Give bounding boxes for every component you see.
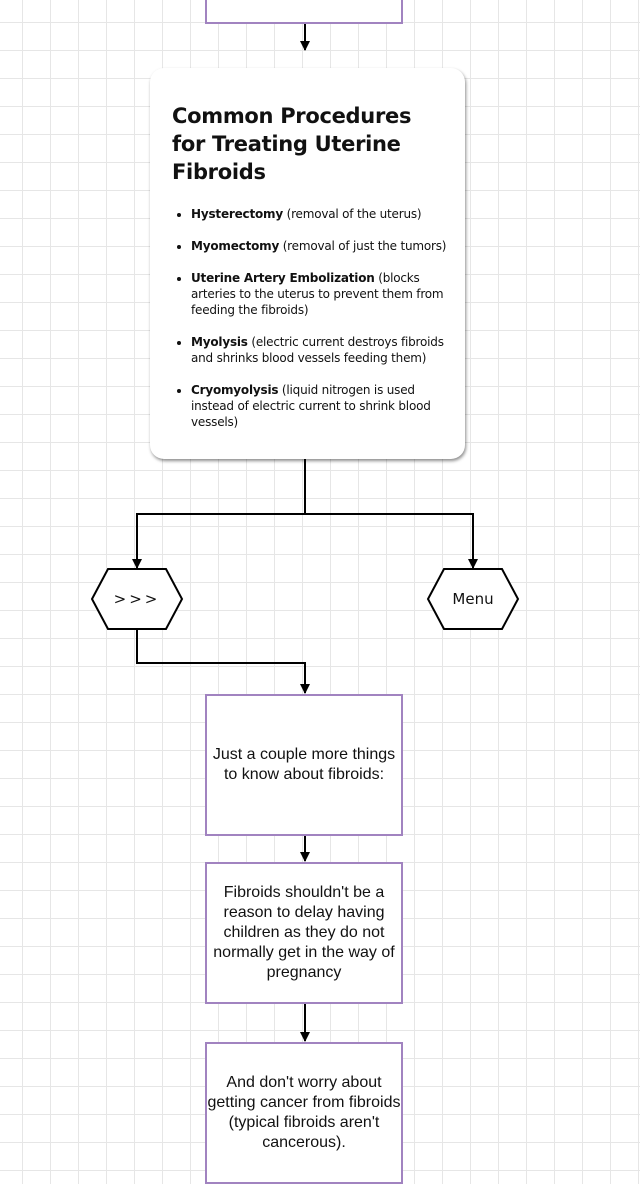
procedure-item: Myolysis (electric current destroys fibr… (191, 334, 451, 366)
procedure-description: (blocks arteries to the uterus to preven… (191, 271, 444, 317)
procedure-description: (removal of just the tumors) (282, 239, 447, 253)
hexagon-shape (426, 568, 520, 630)
procedure-description: (liquid nitrogen is used instead of elec… (191, 383, 431, 429)
hexagon-shape (90, 568, 184, 630)
connector-next-to-more (136, 629, 310, 694)
next-label[interactable]: >>> (113, 590, 161, 608)
procedure-name: Uterine Artery Embolization (191, 271, 375, 285)
procedure-item: Myomectomy (removal of just the tumors) (191, 238, 451, 254)
procedure-description: (removal of the uterus) (286, 207, 422, 221)
pregnancy-node: Fibroids shouldn't be a reason to delay … (205, 862, 403, 1004)
more-things-text: Just a couple more things to know about … (212, 746, 396, 783)
procedures-list: Hysterectomy (removal of the uterus) Myo… (172, 206, 451, 430)
procedure-description: (electric current destroys fibroids and … (191, 335, 444, 365)
pregnancy-text: Fibroids shouldn't be a reason to delay … (213, 884, 395, 981)
card-title: Common Procedures for Treating Uterine F… (172, 104, 412, 184)
menu-label[interactable]: Menu (452, 590, 494, 608)
procedure-name: Hysterectomy (191, 207, 283, 221)
procedure-name: Myolysis (191, 335, 248, 349)
procedure-name: Myomectomy (191, 239, 280, 253)
connector-card-to-next (132, 459, 306, 569)
previous-node (205, 0, 403, 24)
procedure-name: Cryomyolysis (191, 383, 279, 397)
connector-card-to-menu (305, 513, 478, 569)
procedure-item: Hysterectomy (removal of the uterus) (191, 206, 451, 222)
procedures-card: Common Procedures for Treating Uterine F… (150, 68, 465, 459)
next-button[interactable]: >>> (90, 568, 184, 630)
cancer-node: And don't worry about getting cancer fro… (205, 1042, 403, 1184)
cancer-text: And don't worry about getting cancer fro… (207, 1074, 401, 1151)
procedure-item: Cryomyolysis (liquid nitrogen is used in… (191, 382, 451, 430)
procedure-item: Uterine Artery Embolization (blocks arte… (191, 270, 451, 318)
menu-button[interactable]: Menu (426, 568, 520, 630)
more-things-node: Just a couple more things to know about … (205, 694, 403, 836)
